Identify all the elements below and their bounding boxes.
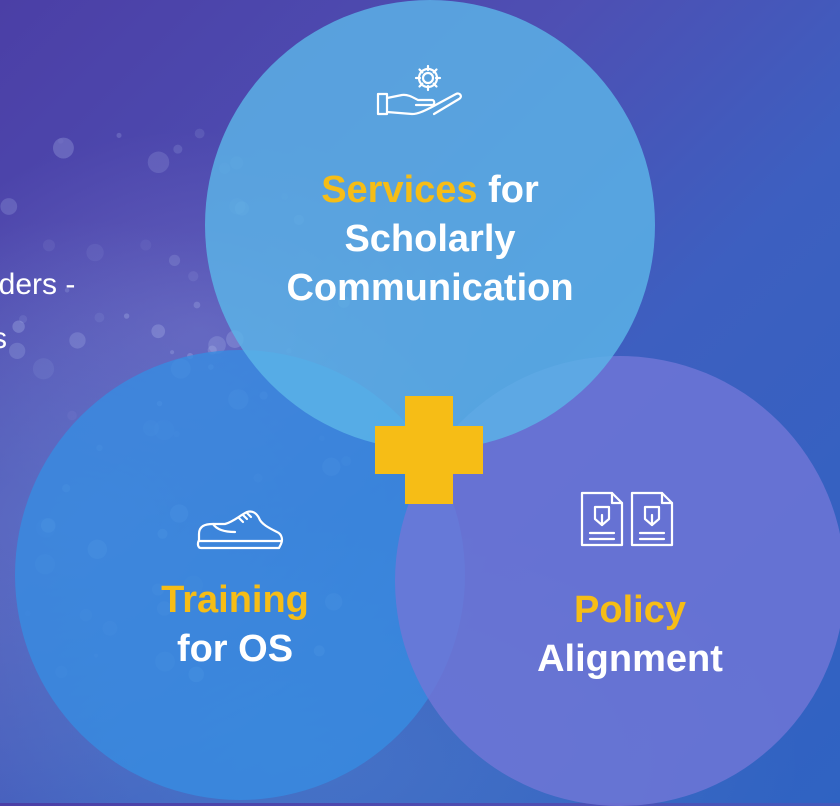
training-label-line-2: for OS [176,628,294,670]
policy-label-line-2: Alignment [537,638,723,680]
documents-icon [580,491,674,547]
services-accent: Services [321,169,478,211]
policy-label: Policy Alignment [480,586,780,684]
services-label: Services for Scholarly Communication [230,166,630,313]
plus-icon-bar [375,426,483,474]
cut-off-text-line-2: s [0,322,7,356]
services-label-line-1: Services for [230,166,630,215]
sneaker-icon [196,510,284,550]
cut-off-text-line-1: iders - [0,268,76,301]
hand-gear-icon [376,64,462,116]
services-circle [205,0,655,450]
policy-accent: Policy [574,589,686,631]
training-label: Training for OS [120,576,350,674]
training-accent: Training [161,579,309,621]
services-rest: for [477,169,539,211]
services-label-line-3: Communication [286,267,574,309]
services-label-line-2: Scholarly [344,218,516,260]
